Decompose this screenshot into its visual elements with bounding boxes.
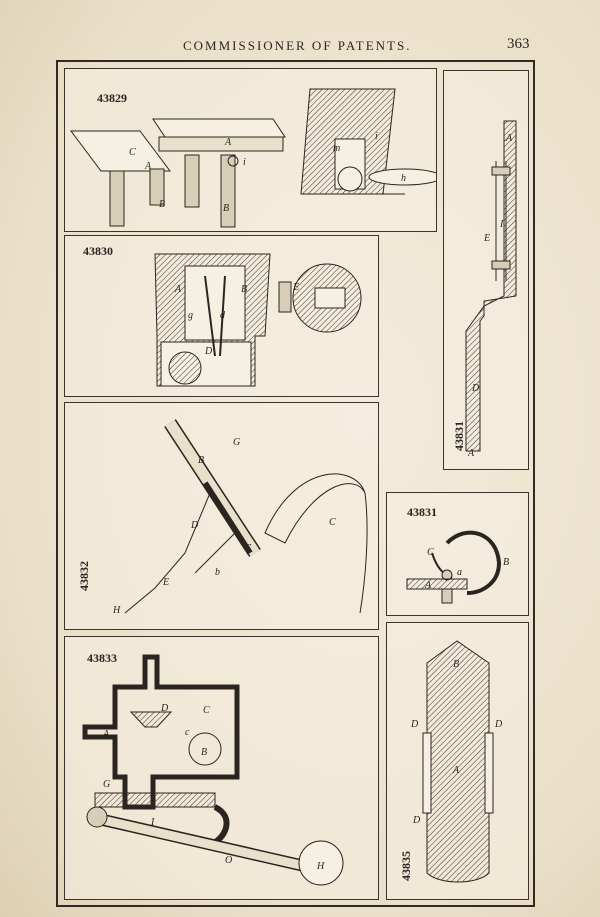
svg-text:C: C [203, 705, 210, 716]
svg-text:A: A [102, 729, 110, 740]
svg-text:C: C [129, 147, 136, 158]
figure-43833-panel: 43833 D C c B A G I O H [64, 636, 379, 900]
svg-text:D: D [160, 703, 169, 714]
figure-number: 43829 [97, 91, 127, 105]
svg-text:D: D [412, 815, 421, 826]
svg-text:D: D [190, 520, 199, 531]
svg-text:O: O [225, 855, 232, 866]
figure-43831-small-drawing: C a B A [406, 530, 509, 604]
svg-text:G: G [103, 779, 110, 790]
figure-number: 43831 [407, 505, 437, 519]
svg-text:B: B [453, 659, 459, 670]
svg-text:I: I [499, 219, 504, 230]
figure-43832-drawing: B G D E C F b H [112, 419, 368, 616]
plate-frame: 43829 C A B A i B [56, 60, 535, 907]
page-header: COMMISSIONER OF PATENTS. 363 [0, 36, 600, 58]
svg-text:A: A [452, 765, 460, 776]
svg-text:D: D [471, 383, 480, 394]
svg-text:H: H [316, 861, 325, 872]
svg-text:B: B [198, 455, 204, 466]
running-title: COMMISSIONER OF PATENTS. [183, 38, 412, 53]
svg-text:B: B [159, 199, 165, 210]
figure-43831-tall-drawing: E I A D A [465, 120, 517, 459]
figure-number: 43833 [87, 651, 117, 665]
svg-text:D: D [410, 719, 419, 730]
svg-text:h: h [401, 173, 406, 184]
figure-43829-panel: 43829 C A B A i B [64, 68, 437, 232]
figure-43830-drawing: A B g d D E [154, 253, 362, 387]
svg-text:A: A [174, 284, 182, 295]
svg-text:D: D [204, 346, 213, 357]
svg-text:A: A [467, 448, 475, 459]
figure-43832-panel: 43832 B G D E C F b H [64, 402, 379, 630]
figure-number: 43830 [83, 244, 113, 258]
svg-text:C: C [427, 547, 434, 558]
svg-text:G: G [233, 437, 240, 448]
svg-text:F: F [244, 543, 252, 554]
svg-text:E: E [162, 577, 169, 588]
page-number: 363 [507, 36, 530, 52]
svg-text:A: A [224, 137, 232, 148]
svg-text:A: A [144, 161, 152, 172]
svg-text:A: A [424, 580, 432, 591]
svg-text:E: E [483, 233, 490, 244]
figure-43833-drawing: D C c B A G I O H [82, 654, 344, 886]
figure-43829-drawing: C A B A i B m h i [70, 88, 436, 228]
svg-text:B: B [201, 747, 207, 758]
figure-43830-panel: 43830 A B g d D E [64, 235, 379, 397]
svg-text:B: B [223, 203, 229, 214]
svg-text:B: B [241, 284, 247, 295]
figure-43831-tall-panel: 43831 E I A D A [443, 70, 529, 470]
svg-text:A: A [505, 133, 513, 144]
figure-43831-small-panel: 43831 C a B A [386, 492, 529, 616]
svg-text:E: E [292, 282, 299, 293]
figure-43835-panel: 43835 B D D A D [386, 622, 529, 900]
svg-text:i: i [375, 131, 378, 142]
svg-text:C: C [329, 517, 336, 528]
svg-text:d: d [220, 310, 226, 321]
svg-text:b: b [215, 567, 220, 578]
figure-43835-drawing: B D D A D [410, 640, 503, 883]
svg-text:c: c [185, 727, 190, 738]
svg-text:B: B [503, 557, 509, 568]
svg-text:g: g [188, 310, 193, 321]
svg-text:a: a [457, 567, 462, 578]
svg-text:H: H [112, 605, 121, 616]
svg-text:D: D [494, 719, 503, 730]
svg-text:I: I [150, 817, 155, 828]
svg-text:m: m [333, 143, 340, 154]
svg-text:i: i [243, 157, 246, 168]
